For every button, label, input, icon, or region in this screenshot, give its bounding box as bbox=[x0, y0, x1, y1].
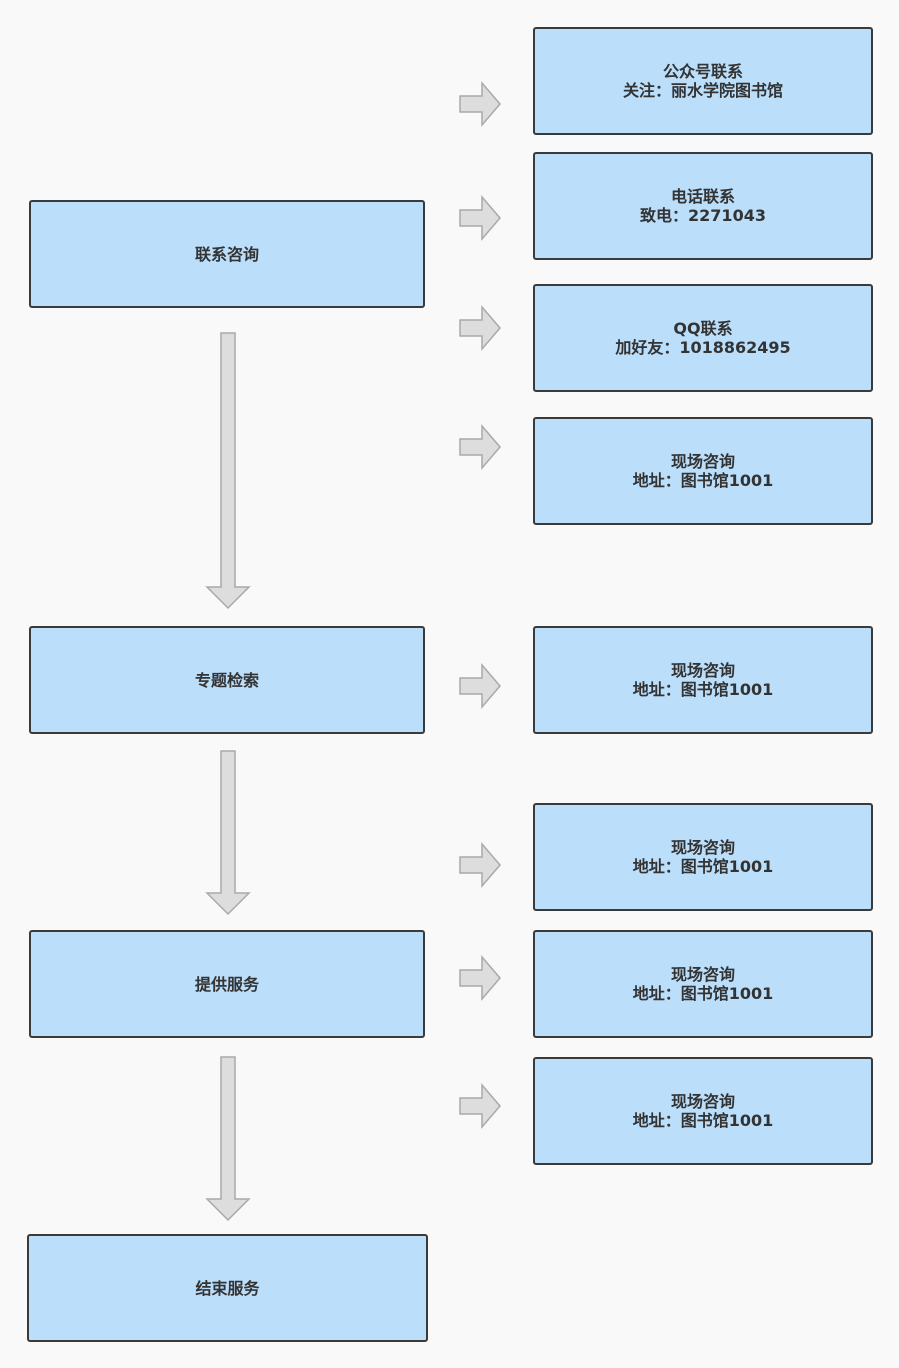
item-title: 现场咨询 bbox=[670, 452, 735, 471]
right-arrow-icon bbox=[459, 423, 501, 471]
right-arrow-icon bbox=[459, 954, 501, 1002]
right-arrow-icon bbox=[459, 304, 501, 352]
right-arrow-icon bbox=[459, 841, 501, 889]
contact-onsite[interactable]: 现场咨询 地址：图书馆1001 bbox=[533, 417, 873, 525]
right-arrow-icon bbox=[459, 662, 501, 710]
item-title: QQ联系 bbox=[673, 319, 733, 338]
step-label: 联系咨询 bbox=[194, 244, 259, 264]
step-topic-search[interactable]: 专题检索 bbox=[29, 626, 425, 734]
step-end-service[interactable]: 结束服务 bbox=[27, 1234, 428, 1342]
contact-phone[interactable]: 电话联系 致电：2271043 bbox=[533, 152, 873, 260]
right-arrow-icon bbox=[459, 80, 501, 128]
step-label: 专题检索 bbox=[194, 670, 259, 690]
service-onsite-1[interactable]: 现场咨询 地址：图书馆1001 bbox=[533, 803, 873, 911]
item-title: 现场咨询 bbox=[670, 1092, 735, 1111]
item-detail: 地址：图书馆1001 bbox=[632, 680, 774, 699]
service-onsite-2[interactable]: 现场咨询 地址：图书馆1001 bbox=[533, 930, 873, 1038]
item-detail: 关注：丽水学院图书馆 bbox=[622, 81, 783, 100]
item-detail: 致电：2271043 bbox=[640, 206, 766, 225]
item-detail: 地址：图书馆1001 bbox=[632, 1111, 774, 1130]
down-arrow-icon bbox=[205, 750, 251, 916]
topic-onsite[interactable]: 现场咨询 地址：图书馆1001 bbox=[533, 626, 873, 734]
item-title: 现场咨询 bbox=[670, 661, 735, 680]
contact-wechat-official[interactable]: 公众号联系 关注：丽水学院图书馆 bbox=[533, 27, 873, 135]
item-title: 公众号联系 bbox=[662, 62, 743, 81]
step-provide-service[interactable]: 提供服务 bbox=[29, 930, 425, 1038]
item-detail: 地址：图书馆1001 bbox=[632, 471, 774, 490]
step-label: 提供服务 bbox=[194, 974, 259, 994]
step-label: 结束服务 bbox=[195, 1278, 260, 1298]
right-arrow-icon bbox=[459, 194, 501, 242]
item-title: 电话联系 bbox=[670, 187, 735, 206]
service-onsite-3[interactable]: 现场咨询 地址：图书馆1001 bbox=[533, 1057, 873, 1165]
item-title: 现场咨询 bbox=[670, 838, 735, 857]
down-arrow-icon bbox=[205, 332, 251, 610]
item-detail: 地址：图书馆1001 bbox=[632, 984, 774, 1003]
step-contact-consult[interactable]: 联系咨询 bbox=[29, 200, 425, 308]
item-title: 现场咨询 bbox=[670, 965, 735, 984]
contact-qq[interactable]: QQ联系 加好友：1018862495 bbox=[533, 284, 873, 392]
item-detail: 加好友：1018862495 bbox=[615, 338, 791, 357]
right-arrow-icon bbox=[459, 1082, 501, 1130]
down-arrow-icon bbox=[205, 1056, 251, 1222]
item-detail: 地址：图书馆1001 bbox=[632, 857, 774, 876]
